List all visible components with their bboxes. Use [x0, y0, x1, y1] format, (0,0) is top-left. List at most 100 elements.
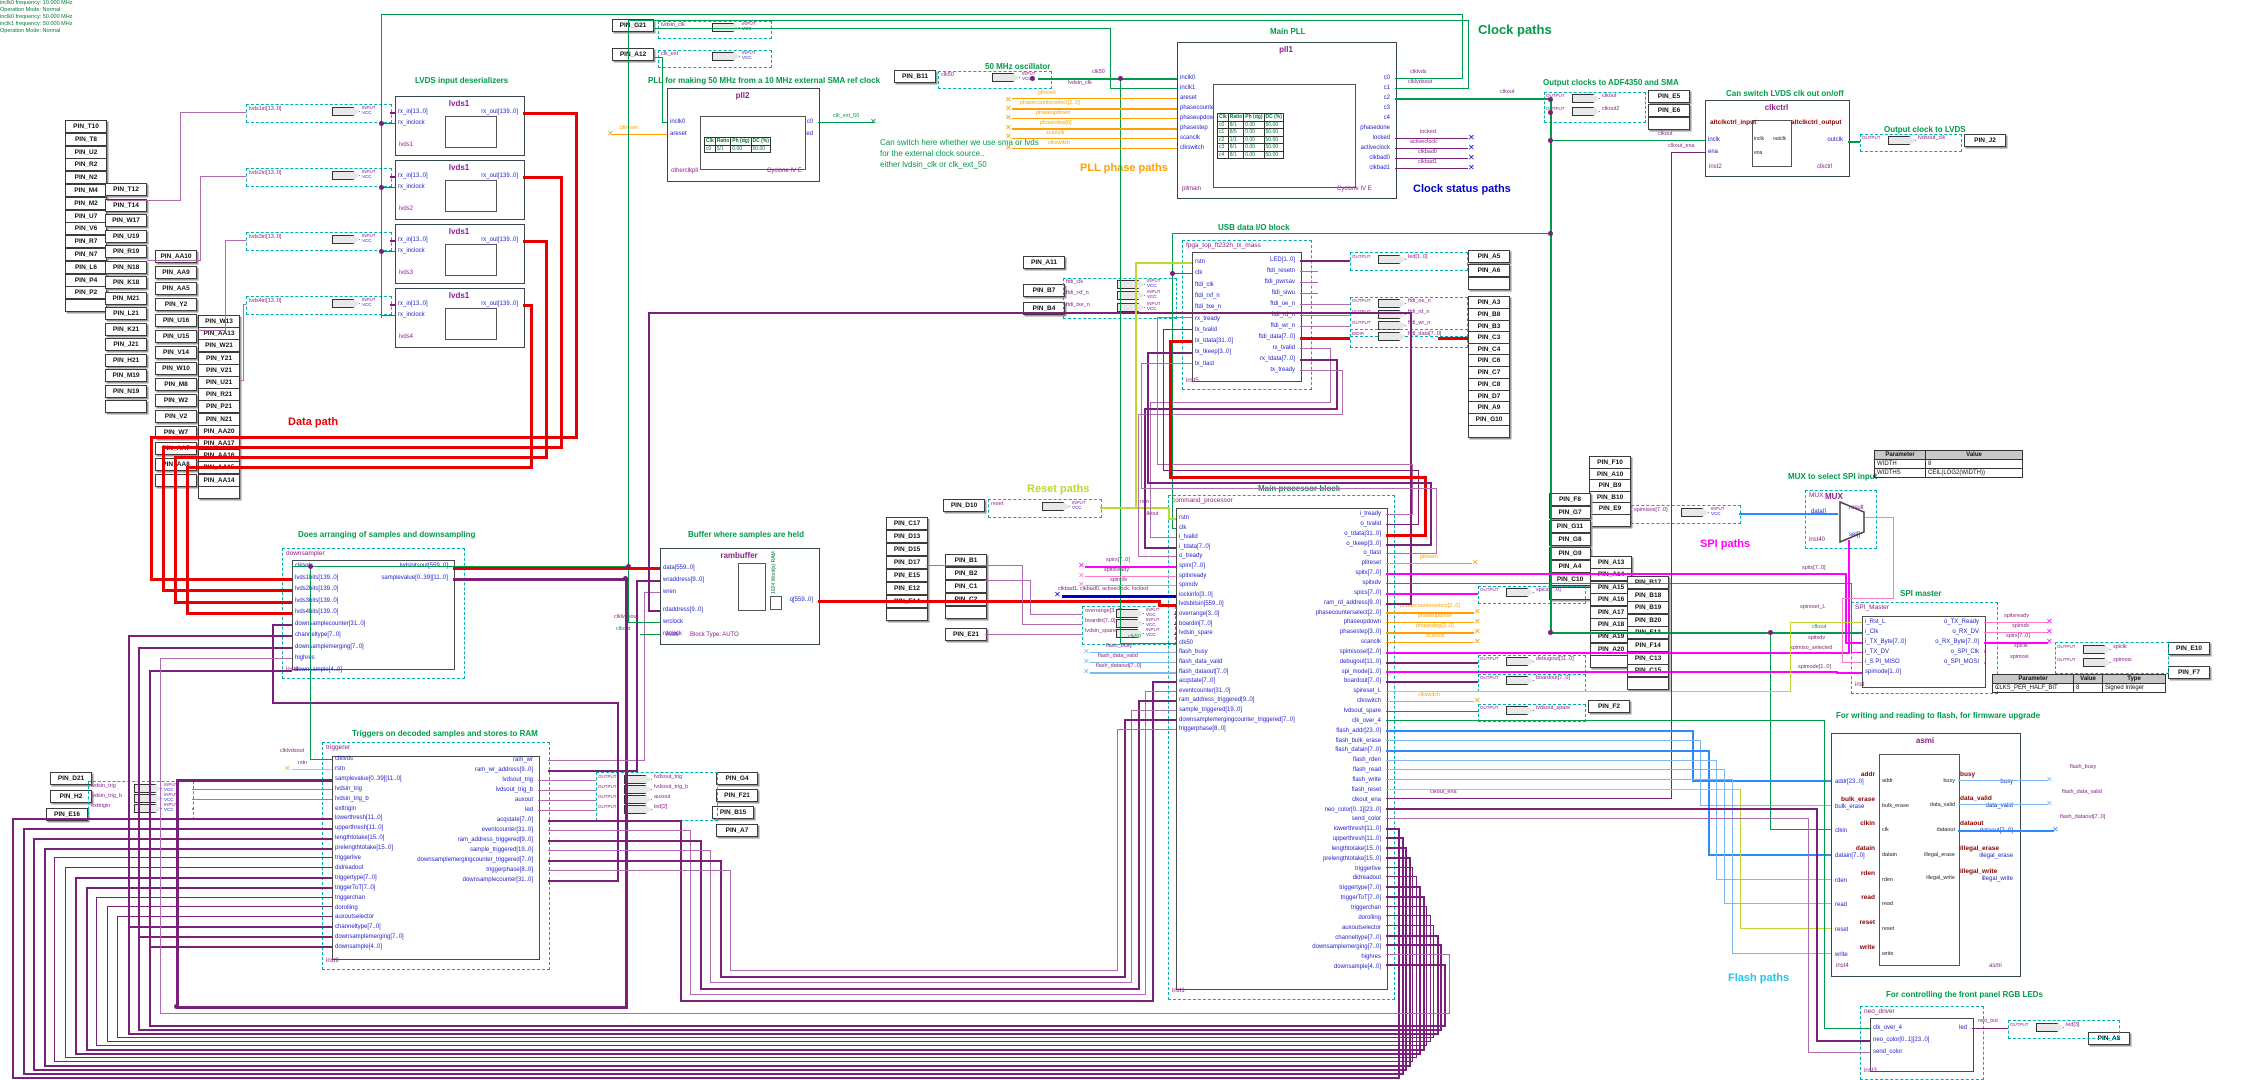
- pin-PIN_R2[interactable]: PIN_R2: [65, 158, 107, 172]
- pin-PIN_W2[interactable]: PIN_W2: [155, 394, 197, 407]
- pin-PIN_T12[interactable]: PIN_T12: [105, 183, 147, 196]
- pin-PIN_N2[interactable]: PIN_N2: [65, 171, 107, 185]
- connector-spics[interactable]: [1478, 586, 1586, 604]
- block-lvds3[interactable]: [395, 224, 525, 284]
- connector-lvdsout_spare[interactable]: [1478, 704, 1586, 722]
- pin-PIN_D21[interactable]: PIN_D21: [50, 772, 92, 785]
- pin-PIN_Y2[interactable]: PIN_Y2: [155, 298, 197, 311]
- pin-PIN_J21[interactable]: PIN_J21: [105, 338, 147, 351]
- pin-PIN_B11[interactable]: PIN_B11: [894, 70, 936, 83]
- block-clkctrl[interactable]: [1705, 100, 1850, 177]
- pin-PIN_E10[interactable]: PIN_E10: [2168, 642, 2210, 655]
- pin-PIN_M8[interactable]: PIN_M8: [155, 378, 197, 391]
- block-usb[interactable]: [1192, 252, 1302, 382]
- pin-PIN_A7[interactable]: PIN_A7: [716, 824, 758, 837]
- pin-PIN_AA14[interactable]: PIN_AA14: [198, 473, 240, 487]
- pin-PIN_D15[interactable]: PIN_D15: [886, 543, 928, 556]
- pin-PIN_G8[interactable]: PIN_G8: [1549, 533, 1591, 547]
- pin-PIN_L21[interactable]: PIN_L21: [105, 307, 147, 320]
- connector-spi_out[interactable]: [2055, 642, 2169, 674]
- pin-PIN_B18[interactable]: PIN_B18: [1627, 588, 1669, 602]
- pin-PIN_C15[interactable]: PIN_C15: [1627, 664, 1669, 678]
- pin-PIN_AA9[interactable]: PIN_AA9: [155, 266, 197, 279]
- pin-PIN_R7[interactable]: PIN_R7: [65, 235, 107, 249]
- pin-PIN_U21[interactable]: PIN_U21: [198, 376, 240, 389]
- pin-PIN_D10[interactable]: PIN_D10: [943, 499, 985, 512]
- pin-PIN_J2[interactable]: PIN_J2: [1964, 134, 2006, 147]
- pin-PIN_A6[interactable]: PIN_A6: [1468, 263, 1510, 277]
- pin-PIN_W10[interactable]: PIN_W10: [155, 362, 197, 375]
- block-command[interactable]: [1176, 508, 1388, 990]
- pin-PIN_W17[interactable]: PIN_W17: [105, 214, 147, 227]
- pin-PIN_M21[interactable]: PIN_M21: [105, 291, 147, 305]
- connector-clkouts[interactable]: [1544, 92, 1646, 123]
- pin-PIN_A13[interactable]: PIN_A13: [1590, 556, 1632, 569]
- pin-PIN_G11[interactable]: PIN_G11: [1549, 519, 1591, 533]
- pin-PIN_E16[interactable]: PIN_E16: [46, 808, 88, 821]
- pin-PIN_A5[interactable]: PIN_A5: [1468, 250, 1510, 263]
- block-downsampler[interactable]: [292, 560, 455, 670]
- pin-PIN_K21[interactable]: PIN_K21: [105, 322, 147, 336]
- pin-PIN_M4[interactable]: PIN_M4: [65, 184, 107, 197]
- pin-PIN_V2[interactable]: PIN_V2: [155, 410, 197, 423]
- pin-PIN_V6[interactable]: PIN_V6: [65, 222, 107, 236]
- pin-PIN_W21[interactable]: PIN_W21: [198, 339, 240, 353]
- pin-PIN_A11[interactable]: PIN_A11: [1023, 256, 1065, 269]
- pin-PIN_A17[interactable]: PIN_A17: [1590, 605, 1632, 619]
- connector-lvdsin_clk[interactable]: [658, 21, 772, 39]
- block-rambuffer[interactable]: [660, 548, 820, 645]
- block-lvds4[interactable]: [395, 288, 525, 348]
- pin-PIN_M19[interactable]: PIN_M19: [105, 369, 147, 382]
- pin-PIN_B4[interactable]: PIN_B4: [1023, 302, 1065, 315]
- pin-PIN_T10[interactable]: PIN_T10: [65, 120, 107, 133]
- connector-led_out[interactable]: [1350, 252, 1468, 271]
- pin-PIN_F7[interactable]: PIN_F7: [2168, 666, 2210, 679]
- pin-PIN_P4[interactable]: PIN_P4: [65, 273, 107, 287]
- pin-PIN_L6[interactable]: PIN_L6: [65, 260, 107, 274]
- pin-PIN_B20[interactable]: PIN_B20: [1627, 613, 1669, 627]
- pin-PIN_AA10[interactable]: PIN_AA10: [155, 250, 197, 263]
- block-lvds2[interactable]: [395, 160, 525, 220]
- pin-PIN_K18[interactable]: PIN_K18: [105, 276, 147, 289]
- block-neo[interactable]: [1870, 1018, 1974, 1072]
- connector-ftdi_ctl[interactable]: [1350, 297, 1468, 337]
- pin-PIN_H21[interactable]: PIN_H21: [105, 353, 147, 367]
- block-asmi[interactable]: [1831, 733, 2021, 977]
- pin-PIN_E6[interactable]: PIN_E6: [1648, 103, 1690, 117]
- block-mux[interactable]: [1838, 500, 1868, 544]
- pin-PIN_P2[interactable]: PIN_P2: [65, 286, 107, 300]
- pin-PIN_A16[interactable]: PIN_A16: [1590, 593, 1632, 607]
- pin-PIN_F14[interactable]: PIN_F14: [1627, 639, 1669, 652]
- pin-PIN_E12[interactable]: PIN_E12: [886, 582, 928, 595]
- block-pll2[interactable]: [667, 88, 820, 182]
- connector-board_in[interactable]: [1082, 606, 1176, 645]
- pin-PIN_A4[interactable]: PIN_A4: [1549, 560, 1591, 573]
- pin-PIN_G9[interactable]: PIN_G9: [1549, 546, 1591, 560]
- pin-PIN_C1[interactable]: PIN_C1: [945, 580, 987, 593]
- pin-PIN_M2[interactable]: PIN_M2: [65, 196, 107, 210]
- pin-PIN_U15[interactable]: PIN_U15: [155, 330, 197, 343]
- pin-PIN_T8[interactable]: PIN_T8: [65, 132, 107, 146]
- pin-PIN_B1[interactable]: PIN_B1: [945, 554, 987, 567]
- pin-PIN_B2[interactable]: PIN_B2: [945, 567, 987, 580]
- pin-PIN_U19[interactable]: PIN_U19: [105, 229, 147, 243]
- pin-PIN_D13[interactable]: PIN_D13: [886, 530, 928, 543]
- block-lvds1[interactable]: [395, 96, 525, 156]
- pin-PIN_H2[interactable]: PIN_H2: [50, 790, 92, 803]
- pin-PIN_V14[interactable]: PIN_V14: [155, 346, 197, 359]
- pin-PIN_B19[interactable]: PIN_B19: [1627, 601, 1669, 615]
- pin-PIN_F2[interactable]: PIN_F2: [1588, 700, 1630, 713]
- pin-PIN_R19[interactable]: PIN_R19: [105, 245, 147, 258]
- pin-PIN_N18[interactable]: PIN_N18: [105, 260, 147, 274]
- pin-PIN_Y21[interactable]: PIN_Y21: [198, 351, 240, 365]
- pin-PIN_A12[interactable]: PIN_A12: [612, 48, 654, 61]
- connector-lvdsout_clk[interactable]: [1860, 134, 1962, 152]
- pin-PIN_U2[interactable]: PIN_U2: [65, 145, 107, 159]
- pin-PIN_E5[interactable]: PIN_E5: [1648, 90, 1690, 103]
- pin-PIN_N7[interactable]: PIN_N7: [65, 248, 107, 261]
- connector-clk50[interactable]: [938, 71, 1052, 89]
- pin-PIN_T14[interactable]: PIN_T14: [105, 198, 147, 212]
- pin-PIN_B17[interactable]: PIN_B17: [1627, 576, 1669, 589]
- pin-PIN_B7[interactable]: PIN_B7: [1023, 284, 1065, 297]
- pin-PIN_V21[interactable]: PIN_V21: [198, 363, 240, 377]
